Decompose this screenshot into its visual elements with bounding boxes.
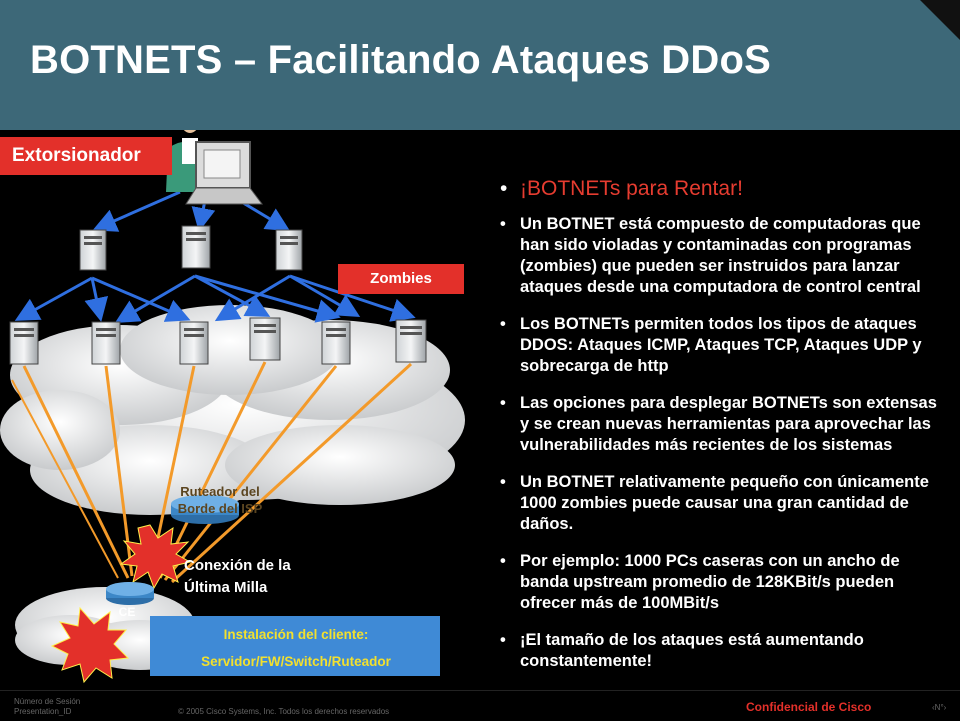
server-icon — [249, 317, 281, 361]
bullet-headline: ¡BOTNETs para Rentar! — [498, 176, 948, 202]
slide-title: BOTNETS – Facilitando Ataques DDoS — [30, 38, 771, 82]
server-icon — [179, 321, 209, 365]
last-mile-label-1: Conexión de la — [184, 557, 291, 574]
bullet-list: ¡BOTNETs para Rentar! Un BOTNET está com… — [498, 176, 948, 688]
diagram-canvas: Ruteador del Borde del ISP CE Conexión d… — [0, 105, 465, 684]
control-arrows — [14, 190, 416, 324]
server-icon — [181, 225, 211, 269]
server-icon — [79, 229, 107, 271]
corner-shadow — [920, 0, 960, 40]
botnet-diagram: Ruteador del Borde del ISP CE Conexión d… — [0, 105, 480, 690]
ce-router-icon — [106, 582, 154, 605]
explosion-icon — [50, 606, 130, 684]
attacker-icon — [166, 105, 263, 205]
server-icon — [275, 229, 303, 271]
session-number: Número de Sesión — [14, 697, 81, 706]
bullet-item: Las opciones para desplegar BOTNETs son … — [498, 393, 948, 456]
slide-footer: Número de Sesión Presentation_ID © 2005 … — [0, 690, 960, 721]
copyright-text: © 2005 Cisco Systems, Inc. Todos los der… — [178, 707, 390, 716]
zombies-label: Zombies — [338, 264, 464, 294]
internet-cloud — [0, 305, 465, 515]
customer-label-2: Servidor/FW/Switch/Ruteador — [201, 654, 392, 669]
confidential-label: Confidencial de Cisco — [746, 700, 872, 714]
bullet-item: Un BOTNET relativamente pequeño con únic… — [498, 472, 948, 535]
master-servers — [79, 225, 303, 271]
last-mile-label-2: Última Milla — [184, 578, 268, 596]
customer-premises-box — [150, 616, 440, 676]
bullet-item: Un BOTNET está compuesto de computadoras… — [498, 214, 948, 298]
customer-label-1: Instalación del cliente: — [224, 627, 369, 642]
server-icon — [91, 321, 121, 365]
bullet-item: Por ejemplo: 1000 PCs caseras con un anc… — [498, 551, 948, 614]
bullet-item: ¡El tamaño de los ataques está aumentand… — [498, 630, 948, 672]
title-bar: BOTNETS – Facilitando Ataques DDoS — [0, 0, 960, 130]
server-icon — [321, 321, 351, 365]
extortionist-label: Extorsionador — [0, 137, 172, 175]
isp-router-label-1: Ruteador del — [180, 484, 259, 499]
isp-router-icon — [171, 495, 239, 524]
isp-router-label-2: Borde del ISP — [178, 501, 263, 516]
explosion-icon — [119, 524, 192, 590]
ce-label: CE — [119, 605, 136, 619]
bullet-item: Los BOTNETs permiten todos los tipos de … — [498, 314, 948, 377]
server-icon — [9, 321, 39, 365]
presentation-id: Presentation_ID — [14, 707, 72, 716]
zombie-servers — [9, 317, 427, 365]
page-number: ‹N°› — [932, 703, 947, 712]
server-icon — [395, 319, 427, 363]
